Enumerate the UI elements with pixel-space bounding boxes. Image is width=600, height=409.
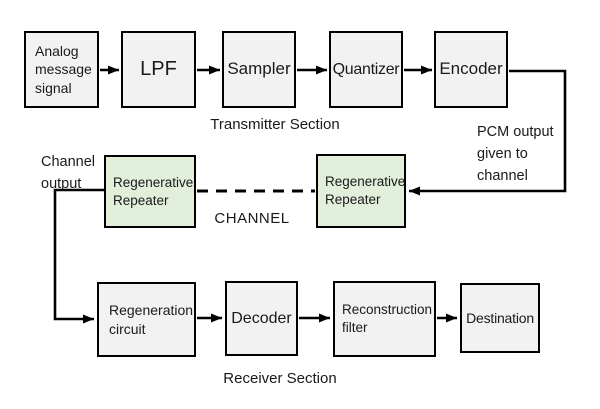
block-label: Decoder (231, 309, 292, 327)
block-label: Regenerative Repeater (325, 174, 406, 207)
channel-label: CHANNEL (214, 210, 290, 227)
receiver-section-label: Receiver Section (223, 370, 337, 387)
block-label: Analog message signal (35, 42, 92, 96)
block-regeneration-circuit: Regeneration circuit (97, 282, 196, 357)
block-label: Destination (466, 309, 534, 326)
block-quantizer: Quantizer (329, 31, 403, 108)
block-label: Sampler (227, 59, 291, 79)
block-lpf: LPF (121, 31, 196, 108)
block-reconstruction-filter: Reconstruction filter (333, 281, 436, 357)
block-encoder: Encoder (434, 31, 508, 108)
block-decoder: Decoder (225, 281, 298, 356)
block-destination: Destination (460, 283, 540, 353)
channel-output-label: Channel output (41, 154, 96, 193)
pcm-output-label: PCM output given to channel (477, 124, 554, 184)
block-regenerative-repeater-left: Regenerative Repeater (104, 155, 196, 228)
block-label: Encoder (439, 59, 503, 79)
block-label: Quantizer (332, 60, 400, 78)
arrow-repeater-to-regeneration (53, 188, 104, 324)
block-analog-message-signal: Analog message signal (24, 31, 99, 108)
block-label: Reconstruction filter (342, 302, 433, 335)
block-label: LPF (140, 58, 177, 81)
block-regenerative-repeater-right: Regenerative Repeater (316, 154, 406, 228)
arrow-encoder-to-repeater (409, 69, 567, 196)
block-sampler: Sampler (222, 31, 296, 108)
transmitter-section-label: Transmitter Section (210, 116, 340, 133)
block-label: Regeneration circuit (109, 302, 194, 337)
block-label: Regenerative Repeater (113, 174, 194, 208)
